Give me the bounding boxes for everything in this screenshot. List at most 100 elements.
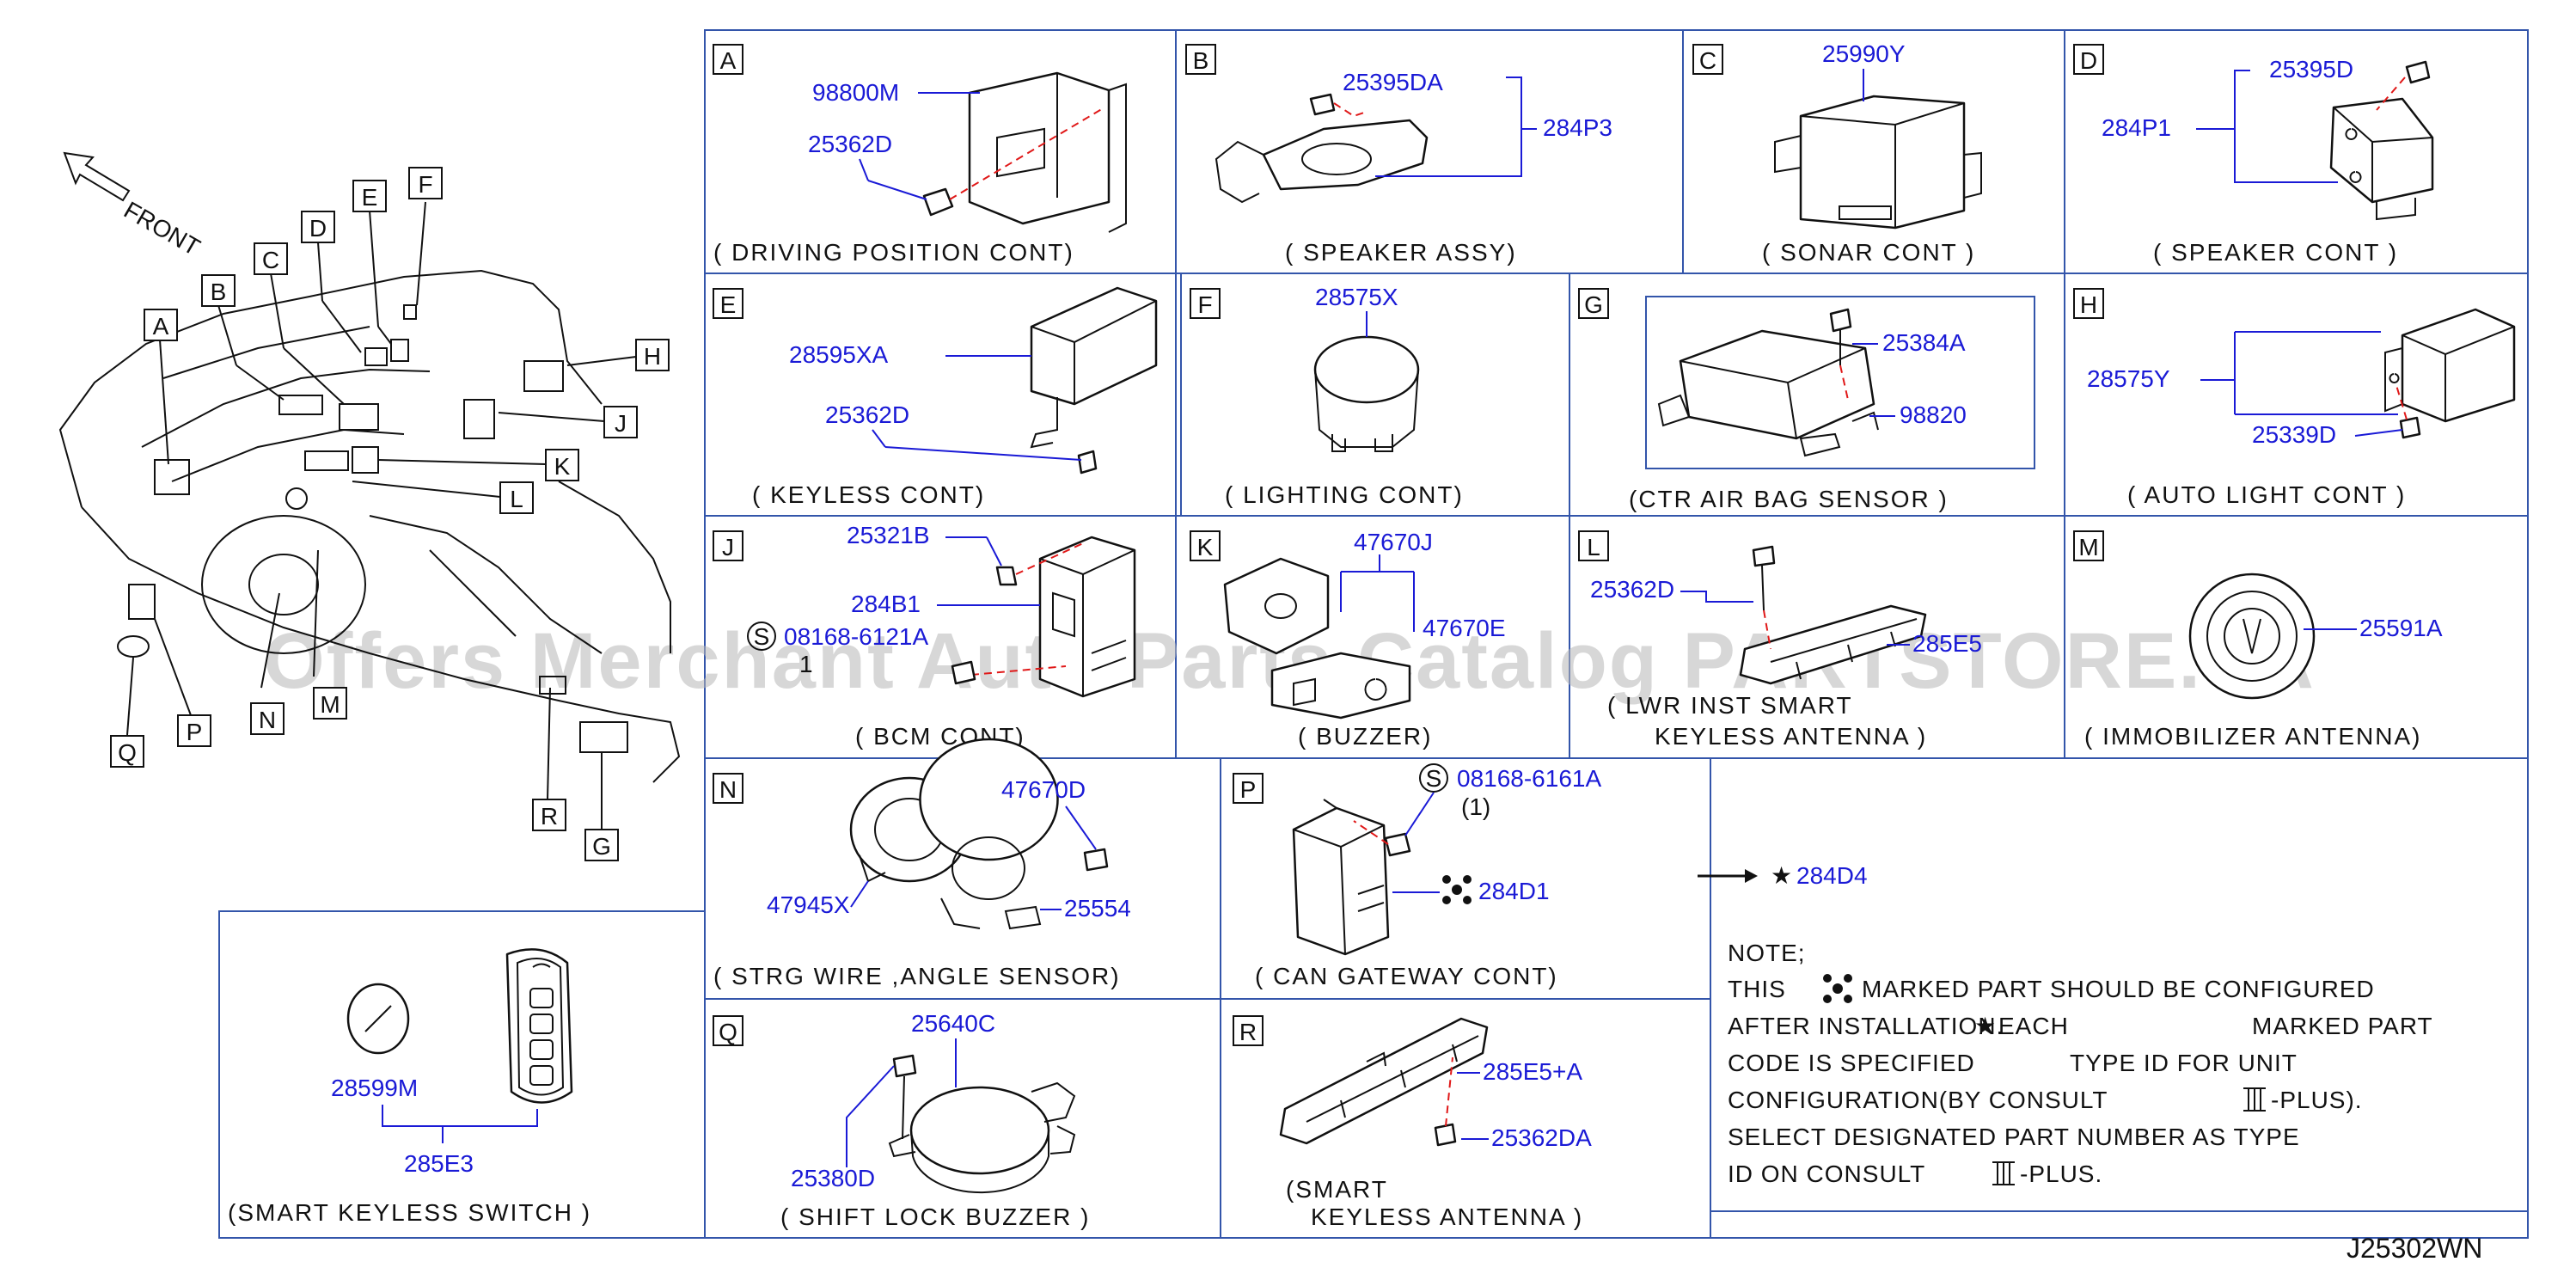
cell-letter-c: C xyxy=(1699,47,1716,74)
part-08168-6121a: 08168-6121A xyxy=(784,623,928,650)
overview-letter-k: K xyxy=(554,453,571,480)
part-47670j: 47670J xyxy=(1354,529,1433,555)
note-title: NOTE; xyxy=(1728,940,1806,966)
caption-shift-lock-buzzer: ( SHIFT LOCK BUZZER ) xyxy=(780,1203,1090,1230)
cell-n-strg-wire-angle-sensor: N 47670D 47945X 25554 ( STRG WIRE ,ANGLE… xyxy=(713,738,1131,989)
bolt-icon xyxy=(1077,450,1098,475)
overview-letter-h: H xyxy=(644,343,661,370)
part-25990y: 25990Y xyxy=(1822,40,1906,67)
note-line6-b: -PLUS. xyxy=(2020,1161,2102,1187)
cell-letter-l: L xyxy=(1587,534,1600,560)
caption-ctr-air-bag-sensor: (CTR AIR BAG SENSOR ) xyxy=(1629,486,1949,512)
part-284b1: 284B1 xyxy=(851,591,921,617)
part-47670e: 47670E xyxy=(1423,615,1506,641)
caption-keyless-cont: ( KEYLESS CONT) xyxy=(752,481,985,508)
part-25362da: 25362DA xyxy=(1491,1124,1592,1151)
lwr-antenna-part xyxy=(1739,604,1927,685)
cell-letter-d: D xyxy=(2080,47,2097,74)
bolt-icon xyxy=(1752,545,1776,567)
overview-letter-f: F xyxy=(418,171,432,198)
qty-j: 1 xyxy=(799,651,813,677)
star-icon: ★ xyxy=(1771,862,1792,889)
cell-letter-f: F xyxy=(1197,291,1212,318)
driving-position-cont-part xyxy=(968,71,1111,225)
cell-letter-e: E xyxy=(720,291,737,318)
consult-logo-icon-2 xyxy=(1992,1161,2015,1185)
cell-c-sonar-cont: C 25990Y ( SONAR CONT ) xyxy=(1692,40,1982,266)
overview-letter-a: A xyxy=(153,313,169,340)
bolt-icon xyxy=(1083,848,1109,872)
bolt-icon xyxy=(892,1054,917,1078)
cell-a-driving-position-cont: A 98800M 25362D ( DRIVING POSITION CONT) xyxy=(713,44,1127,266)
part-284d1: 284D1 xyxy=(1478,878,1550,904)
caption-l-line1: ( LWR INST SMART xyxy=(1607,692,1853,719)
overview-letter-p: P xyxy=(187,719,203,745)
caption-buzzer: ( BUZZER) xyxy=(1298,723,1432,750)
cell-g-ctr-air-bag-sensor: G 25384A 98820 (CTR AIR BAG SENSOR ) xyxy=(1578,288,2035,512)
bolt-icon xyxy=(922,187,954,217)
part-28595xa: 28595XA xyxy=(789,341,889,368)
speaker-cont-part xyxy=(2329,97,2434,204)
note-line6-a: ID ON CONSULT xyxy=(1728,1161,1925,1187)
overview-letter-j: J xyxy=(615,410,627,437)
cell-letter-j: J xyxy=(722,534,734,560)
part-25591a: 25591A xyxy=(2359,615,2443,641)
overview-letter-r: R xyxy=(541,803,558,830)
bolt-icon xyxy=(1829,308,1852,333)
caption-sonar-cont: ( SONAR CONT ) xyxy=(1762,239,1975,266)
cell-smart-keyless-switch: 28599M 285E3 (SMART KEYLESS SWITCH ) xyxy=(228,948,591,1226)
part-25339d: 25339D xyxy=(2252,421,2336,448)
bcm-cont-part xyxy=(1038,536,1136,698)
screw-icon xyxy=(951,660,976,685)
cell-q-shift-lock-buzzer: Q 25640C 25380D ( SHIFT LOCK BUZZER ) xyxy=(713,1010,1090,1230)
buzzer-part-1 xyxy=(1223,557,1330,655)
front-arrow-icon xyxy=(63,151,131,202)
part-98800m: 98800M xyxy=(812,79,899,106)
part-47945x: 47945X xyxy=(767,891,850,918)
cell-b-speaker-assy: B 25395DA 284P3 ( SPEAKER ASSY) xyxy=(1185,44,1612,266)
part-25395da: 25395DA xyxy=(1343,69,1443,95)
speaker-assy-part xyxy=(1262,119,1429,191)
part-25640c: 25640C xyxy=(911,1010,995,1037)
overview-letter-boxes: A B C D E F H J K L M N P Q R G xyxy=(110,167,670,861)
part-08168-6161a: 08168-6161A xyxy=(1457,765,1601,792)
bolt-icon xyxy=(1309,93,1336,116)
overview-letter-m: M xyxy=(320,691,340,718)
overview-letter-g: G xyxy=(592,833,611,860)
configuration-mark-icon xyxy=(1442,875,1472,904)
overview-letter-q: Q xyxy=(118,739,137,766)
cell-f-lighting-cont: F 28575X ( LIGHTING CONT) xyxy=(1190,284,1464,508)
consult-logo-icon xyxy=(2243,1087,2266,1112)
caption-lighting-cont: ( LIGHTING CONT) xyxy=(1225,481,1464,508)
cell-e-keyless-cont: E 28595XA 25362D ( KEYLESS CONT) xyxy=(713,286,1158,508)
caption-auto-light-cont: ( AUTO LIGHT CONT ) xyxy=(2127,481,2406,508)
diagram-code: J25302WN xyxy=(2347,1233,2482,1264)
smart-key-fob-part xyxy=(505,948,573,1104)
caption-r-line1: (SMART xyxy=(1286,1176,1388,1203)
part-284p3: 284P3 xyxy=(1543,114,1612,141)
caption-immobilizer-antenna: ( IMMOBILIZER ANTENNA) xyxy=(2084,723,2421,750)
bolt-icon xyxy=(2399,416,2421,439)
note-line4-a: CONFIGURATION(BY CONSULT xyxy=(1728,1087,2108,1113)
sonar-cont-part xyxy=(1799,95,1966,230)
caption-smart-keyless-switch: (SMART KEYLESS SWITCH ) xyxy=(228,1199,591,1226)
part-284p1: 284P1 xyxy=(2102,114,2171,141)
overview-letter-n: N xyxy=(259,707,276,733)
cell-letter-p: P xyxy=(1240,776,1257,803)
lighting-cont-part xyxy=(1313,335,1420,404)
note-line2-a: AFTER INSTALLATION. xyxy=(1728,1013,2004,1039)
part-28575x: 28575X xyxy=(1315,284,1398,310)
cell-letter-a: A xyxy=(720,47,737,74)
cell-p-can-gateway-cont: P S 08168-6161A (1) 284D1 ( CAN GATEWAY … xyxy=(1233,763,1601,989)
symbol-s-p: S xyxy=(1426,765,1442,792)
part-47670d: 47670D xyxy=(1001,776,1086,803)
note-line3-a: CODE IS SPECIFIED xyxy=(1728,1050,1975,1076)
angle-sensor-part xyxy=(919,738,1059,861)
bolt-icon xyxy=(2405,60,2431,84)
caption-speaker-cont: ( SPEAKER CONT ) xyxy=(2153,239,2398,266)
overview-letter-e: E xyxy=(362,184,378,211)
cell-letter-n: N xyxy=(719,776,737,803)
part-25362d: 25362D xyxy=(808,131,892,157)
caption-speaker-assy: ( SPEAKER ASSY) xyxy=(1285,239,1517,266)
